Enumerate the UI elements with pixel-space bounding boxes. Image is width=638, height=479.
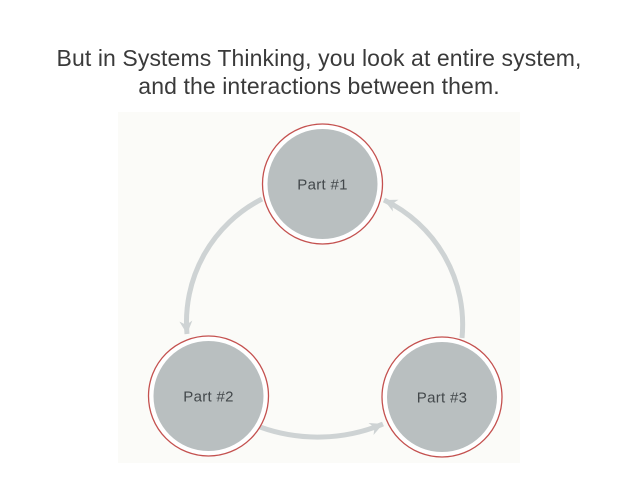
arc-arrow-part3-to-part1: [382, 197, 466, 339]
slide-title-line-1: But in Systems Thinking, you look at ent…: [56, 45, 582, 71]
node-part-1: Part #1: [261, 123, 384, 245]
arc-arrow-part1-to-part2: [179, 196, 264, 335]
cycle-diagram-svg: Part #1 Part #2 Part #3: [147, 123, 503, 458]
node-part-3-label: Part #3: [417, 390, 467, 407]
node-part-3-circle: [387, 342, 497, 452]
node-part-2-circle: [153, 341, 264, 451]
slide-title-line-2: and the interactions between them.: [138, 73, 500, 99]
arc-arrow-part2-to-part3: [259, 421, 384, 440]
slide-title: But in Systems Thinking, you look at ent…: [0, 44, 638, 100]
node-part-1-circle: [267, 129, 378, 239]
node-part-1-label: Part #1: [297, 177, 347, 194]
cycle-diagram: Part #1 Part #2 Part #3: [118, 112, 520, 463]
node-part-2-label: Part #2: [183, 389, 233, 406]
node-part-3: Part #3: [381, 336, 503, 458]
node-part-2: Part #2: [147, 335, 270, 457]
